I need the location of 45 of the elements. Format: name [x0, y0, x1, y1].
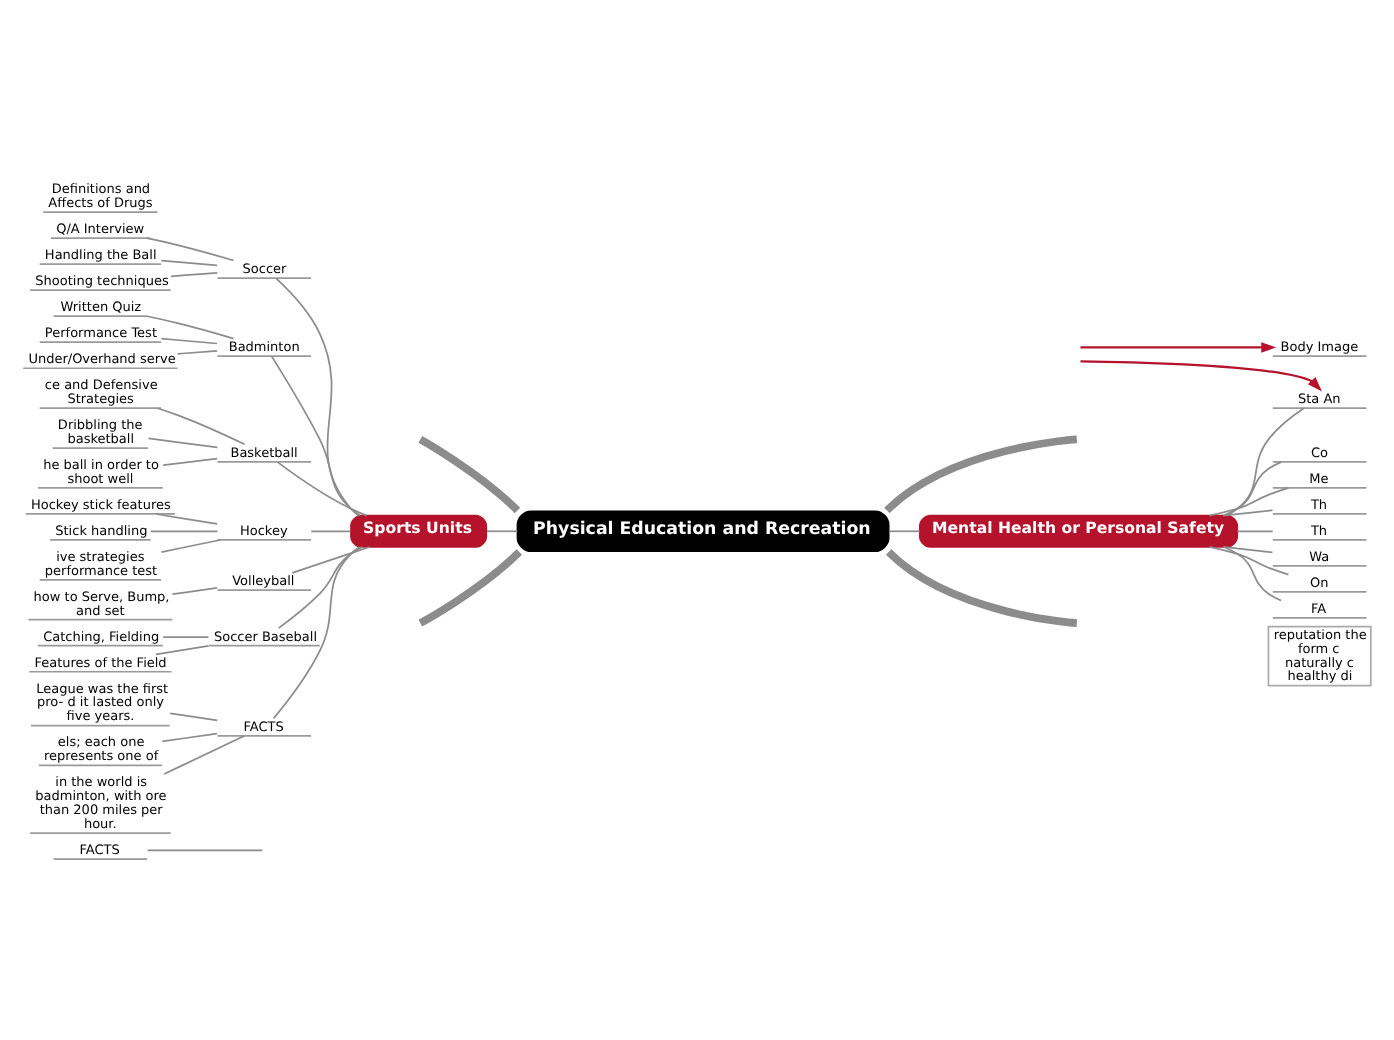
- connector: [272, 546, 361, 720]
- connector: [163, 735, 245, 775]
- connector: [146, 849, 264, 852]
- connector: [277, 546, 364, 630]
- connector: [146, 237, 235, 262]
- connector: [1222, 546, 1274, 554]
- connector: [276, 461, 368, 517]
- connector: [149, 530, 219, 533]
- connector: [146, 315, 235, 340]
- connector: [171, 587, 219, 596]
- connector: [161, 732, 218, 743]
- connector: [162, 636, 210, 638]
- connector: [884, 435, 1078, 514]
- connector: [147, 437, 219, 449]
- connector: [160, 259, 218, 267]
- connector: [170, 271, 219, 278]
- connector: [886, 549, 1078, 628]
- connector: [160, 337, 218, 345]
- connector: [160, 539, 221, 553]
- connector: [1223, 546, 1282, 602]
- connector: [176, 350, 218, 355]
- arrow: [1080, 360, 1322, 392]
- connector: [169, 712, 219, 722]
- arrow: [1080, 342, 1277, 353]
- connector: [888, 530, 921, 533]
- node-box: Sports Units: [350, 514, 488, 548]
- connector: [418, 435, 521, 514]
- connector: [1222, 509, 1274, 517]
- connector: [1208, 546, 1290, 576]
- connector: [1223, 461, 1282, 517]
- connector: [270, 355, 361, 517]
- connector: [155, 644, 210, 656]
- connector: [1236, 530, 1274, 533]
- connector: [156, 407, 246, 446]
- connector: [486, 530, 519, 533]
- connector: [155, 513, 218, 525]
- connector: [1226, 407, 1305, 517]
- connector: [1208, 487, 1290, 517]
- connector: [275, 277, 360, 517]
- connector: [291, 546, 371, 574]
- node-box: Mental Health or Personal Safety: [919, 514, 1239, 548]
- connector: [162, 457, 218, 466]
- node-box: Physical Education and Recreation: [516, 510, 890, 553]
- connector: [310, 530, 352, 533]
- connector: [418, 549, 522, 627]
